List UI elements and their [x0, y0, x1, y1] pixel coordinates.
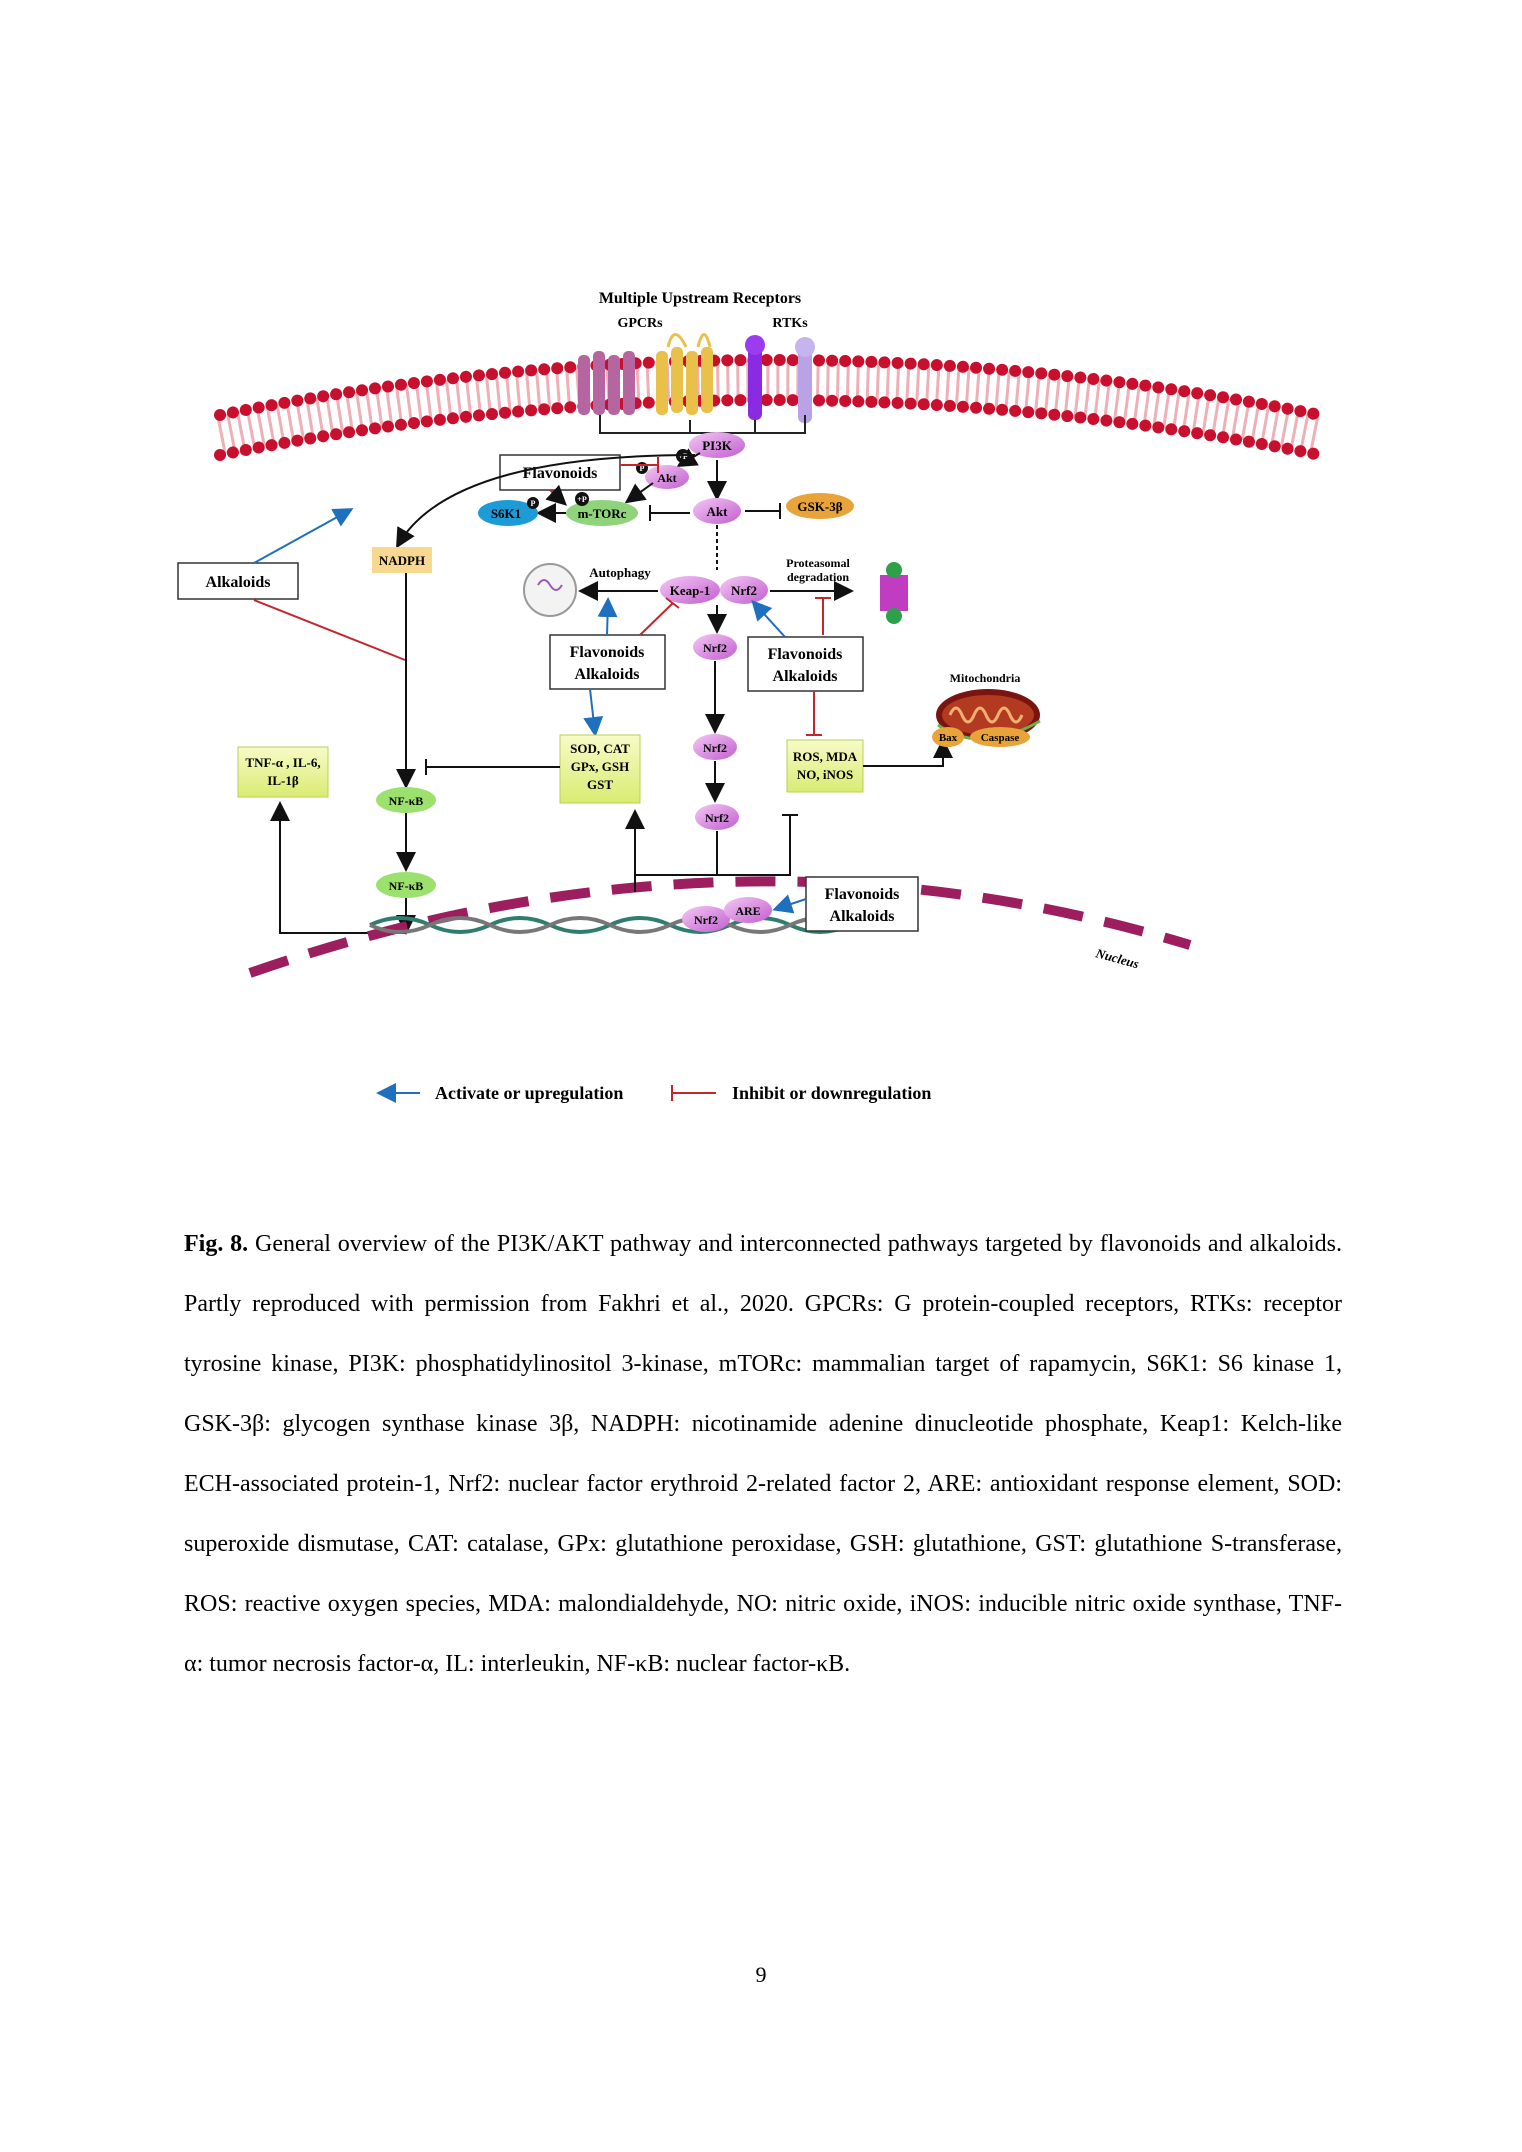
svg-text:ROS, MDA: ROS, MDA [793, 749, 858, 764]
svg-text:GST: GST [587, 777, 613, 792]
nrf2-node-mid: Nrf2 [693, 734, 737, 760]
proteasome-icon [880, 562, 908, 624]
svg-text:GPx, GSH: GPx, GSH [571, 759, 630, 774]
pathway-figure: Multiple Upstream Receptors GPCRs RTKs P… [150, 285, 1350, 1145]
svg-text:NF-κB: NF-κB [389, 879, 424, 893]
upstream-receptors-title: Multiple Upstream Receptors [599, 290, 801, 307]
svg-text:Alkaloids: Alkaloids [575, 666, 640, 683]
akt-node: Akt [693, 498, 741, 524]
svg-text:Nrf2: Nrf2 [703, 741, 727, 755]
svg-text:TNF-α , IL-6,: TNF-α , IL-6, [245, 755, 320, 770]
svg-text:PI3K: PI3K [702, 438, 733, 453]
svg-text:IL-1β: IL-1β [267, 773, 299, 788]
proteasomal-label: Proteasomal [786, 556, 850, 570]
nfkb-node-bottom: NF-κB [376, 872, 436, 898]
cell-membrane [214, 354, 1326, 461]
svg-text:Flavonoids: Flavonoids [768, 646, 843, 663]
svg-text:Flavonoids: Flavonoids [570, 644, 645, 661]
legend: Activate or upregulation Inhibit or down… [376, 1083, 931, 1103]
nfkb-node-top: NF-κB [376, 787, 436, 813]
nrf2-node-nuclear: Nrf2 [695, 804, 739, 830]
nadph-node: NADPH [372, 547, 432, 573]
degradation-label: degradation [787, 570, 849, 584]
gsk3b-node: GSK-3β [786, 493, 854, 519]
svg-text:Flavonoids: Flavonoids [523, 465, 598, 482]
flavonoids-alkaloids-box-bottom: Flavonoids Alkaloids [805, 876, 919, 932]
cytokines-box: TNF-α , IL-6, IL-1β [237, 746, 329, 798]
dna-helix [369, 916, 851, 934]
svg-text:Alkaloids: Alkaloids [773, 668, 838, 685]
nrf2-node-free: Nrf2 [693, 634, 737, 660]
svg-text:Alkaloids: Alkaloids [206, 574, 271, 591]
akt-phospho-node: Akt P [636, 462, 689, 489]
svg-text:Nrf2: Nrf2 [705, 811, 729, 825]
nucleus-label: Nucleus [1093, 945, 1140, 971]
bax-node: Bax [932, 727, 964, 747]
svg-text:NADPH: NADPH [379, 553, 425, 568]
s6k1-node: S6K1 P [478, 497, 539, 526]
svg-text:ARE: ARE [735, 904, 760, 918]
autophagosome-icon [523, 563, 577, 617]
rtks-label: RTKs [772, 316, 808, 331]
svg-text:m-TORc: m-TORc [578, 506, 627, 521]
nrf2-are-complex: Nrf2 ARE [682, 897, 772, 932]
ros-box: ROS, MDA NO, iNOS [786, 739, 864, 793]
svg-text:Nrf2: Nrf2 [694, 913, 718, 927]
svg-text:Caspase: Caspase [981, 732, 1020, 744]
figure-caption: Fig. 8. General overview of the PI3K/AKT… [184, 1214, 1342, 1694]
svg-text:Keap-1: Keap-1 [670, 583, 710, 598]
svg-text:+P: +P [678, 452, 688, 461]
mtorc-plus-p-badge: +P [575, 492, 589, 506]
svg-text:Alkaloids: Alkaloids [830, 908, 895, 925]
svg-text:SOD, CAT: SOD, CAT [570, 741, 630, 756]
svg-text:GSK-3β: GSK-3β [797, 499, 842, 514]
gpcr-receptors [578, 333, 713, 415]
svg-text:Nrf2: Nrf2 [731, 583, 757, 598]
svg-text:P: P [531, 499, 536, 508]
legend-activate-label: Activate or upregulation [435, 1083, 623, 1103]
svg-text:Bax: Bax [939, 732, 958, 744]
rtk-receptors [745, 335, 815, 423]
caption-text: General overview of the PI3K/AKT pathway… [184, 1231, 1343, 1677]
antioxidant-enzymes-box: SOD, CAT GPx, GSH GST [559, 734, 641, 804]
caspase-node: Caspase [970, 727, 1030, 747]
pi3k-node: PI3K [689, 432, 745, 458]
mtorc-node: m-TORc [566, 500, 638, 526]
svg-text:Nrf2: Nrf2 [703, 641, 727, 655]
page-number: 9 [755, 1962, 767, 1987]
flavonoids-alkaloids-box-center-right: Flavonoids Alkaloids [747, 636, 864, 692]
nrf2-node-top: Nrf2 [720, 576, 768, 604]
svg-text:NO, iNOS: NO, iNOS [797, 767, 853, 782]
caption-label: Fig. 8. [184, 1231, 249, 1257]
gpcrs-label: GPCRs [617, 316, 663, 331]
svg-text:NF-κB: NF-κB [389, 794, 424, 808]
mitochondria-label: Mitochondria [950, 671, 1021, 685]
keap1-node: Keap-1 [660, 576, 720, 604]
flavonoids-alkaloids-box-center-left: Flavonoids Alkaloids [549, 634, 666, 690]
svg-text:+P: +P [577, 495, 587, 504]
svg-text:Akt: Akt [657, 471, 676, 485]
alkaloids-box-left: Alkaloids [177, 562, 299, 600]
svg-text:P: P [640, 464, 645, 473]
svg-text:Flavonoids: Flavonoids [825, 886, 900, 903]
svg-text:Akt: Akt [707, 504, 729, 519]
autophagy-label: Autophagy [589, 565, 651, 580]
legend-inhibit-label: Inhibit or downregulation [732, 1083, 931, 1103]
svg-text:S6K1: S6K1 [491, 506, 521, 521]
